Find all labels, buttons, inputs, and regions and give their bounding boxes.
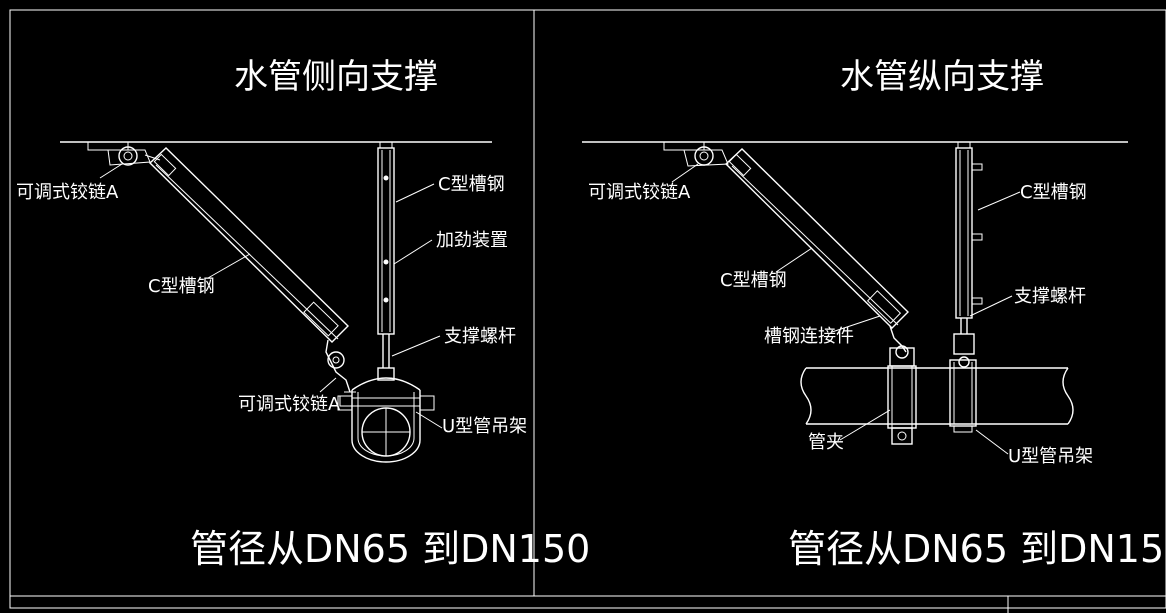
left-leaders bbox=[99, 163, 443, 429]
left-label-u-hanger: U型管吊架 bbox=[442, 416, 527, 437]
right-label-clamp: 管夹 bbox=[808, 432, 844, 453]
left-label-stiffener: 加劲装置 bbox=[436, 230, 508, 251]
right-leaders bbox=[671, 163, 1021, 455]
left-label-hinge-top: 可调式铰链A bbox=[16, 182, 119, 203]
right-label-hinge-top: 可调式铰链A bbox=[588, 182, 691, 203]
right-connector bbox=[889, 325, 915, 367]
left-u-hanger bbox=[337, 377, 435, 463]
left-label-rod: 支撑螺杆 bbox=[444, 326, 516, 347]
right-label-channel-diag: C型槽钢 bbox=[720, 270, 787, 291]
right-pipe bbox=[800, 367, 1074, 425]
right-title: 水管纵向支撑 bbox=[840, 57, 1044, 97]
right-label-channel-vert: C型槽钢 bbox=[1020, 182, 1087, 203]
left-hinge-top bbox=[87, 141, 161, 166]
right-u-hanger bbox=[949, 359, 977, 433]
left-label-channel-diag: C型槽钢 bbox=[148, 276, 215, 297]
right-range-text: 管径从DN65 到DN150 bbox=[788, 527, 1166, 571]
right-hinge-top bbox=[663, 141, 729, 167]
right-pipe-clamp bbox=[887, 365, 917, 445]
left-title: 水管侧向支撑 bbox=[234, 57, 438, 97]
left-panel: 水管侧向支撑 bbox=[16, 57, 590, 571]
right-label-connector: 槽钢连接件 bbox=[764, 326, 854, 347]
right-label-rod: 支撑螺杆 bbox=[1014, 286, 1086, 307]
left-label-channel-vert: C型槽钢 bbox=[438, 174, 505, 195]
left-vertical-channel bbox=[377, 142, 395, 381]
right-label-u-hanger: U型管吊架 bbox=[1008, 446, 1093, 467]
right-panel: 水管纵向支撑 bbox=[582, 57, 1166, 571]
right-vertical-channel bbox=[953, 142, 983, 368]
right-diagonal-channel bbox=[724, 148, 909, 329]
drawing-frame bbox=[9, 9, 1166, 613]
left-range-text: 管径从DN65 到DN150 bbox=[190, 527, 590, 571]
left-diagonal-channel bbox=[148, 147, 349, 343]
left-hinge-bottom bbox=[325, 339, 356, 407]
left-label-hinge-bottom: 可调式铰链A bbox=[238, 394, 341, 415]
